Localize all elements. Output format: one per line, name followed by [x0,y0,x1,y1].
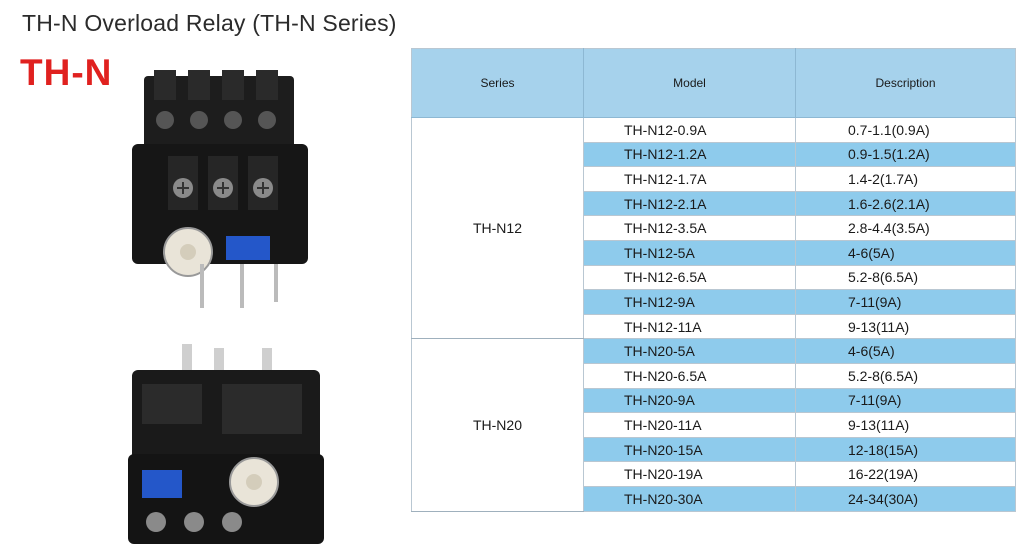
model-cell: TH-N20-11A [583,412,796,438]
model-cell: TH-N12-6.5A [583,265,796,291]
model-cell: TH-N12-3.5A [583,215,796,241]
description-cell: 7-11(9A) [795,388,1016,414]
series-cell: TH-N12 [411,117,584,340]
model-cell: TH-N12-2.1A [583,191,796,217]
model-cell: TH-N20-5A [583,338,796,364]
page-title: TH-N Overload Relay (TH-N Series) [22,10,397,36]
model-cell: TH-N12-0.9A [583,117,796,143]
description-cell: 9-13(11A) [795,412,1016,438]
description-cell: 9-13(11A) [795,314,1016,340]
model-cell: TH-N20-6.5A [583,363,796,389]
model-cell: TH-N20-19A [583,461,796,487]
description-cell: 4-6(5A) [795,338,1016,364]
model-cell: TH-N12-9A [583,289,796,315]
model-cell: TH-N20-30A [583,486,796,512]
description-cell: 24-34(30A) [795,486,1016,512]
series-cell: TH-N20 [411,338,584,512]
relay-rear-image [122,344,332,554]
description-cell: 2.8-4.4(3.5A) [795,215,1016,241]
model-cell: TH-N12-5A [583,240,796,266]
header-description: Description [795,48,1016,118]
description-cell: 16-22(19A) [795,461,1016,487]
model-cell: TH-N12-1.2A [583,142,796,168]
brand-title: TH-N [20,52,113,93]
header-series: Series [411,48,584,118]
table-header-row: Series Model Description [411,48,1016,118]
description-cell: 5.2-8(6.5A) [795,363,1016,389]
description-cell: 1.6-2.6(2.1A) [795,191,1016,217]
relay-front-image [118,70,328,316]
description-cell: 12-18(15A) [795,437,1016,463]
model-cell: TH-N12-1.7A [583,166,796,192]
description-cell: 5.2-8(6.5A) [795,265,1016,291]
model-cell: TH-N12-11A [583,314,796,340]
model-cell: TH-N20-9A [583,388,796,414]
description-cell: 1.4-2(1.7A) [795,166,1016,192]
description-cell: 0.7-1.1(0.9A) [795,117,1016,143]
description-cell: 7-11(9A) [795,289,1016,315]
description-cell: 4-6(5A) [795,240,1016,266]
header-model: Model [583,48,796,118]
model-cell: TH-N20-15A [583,437,796,463]
description-cell: 0.9-1.5(1.2A) [795,142,1016,168]
